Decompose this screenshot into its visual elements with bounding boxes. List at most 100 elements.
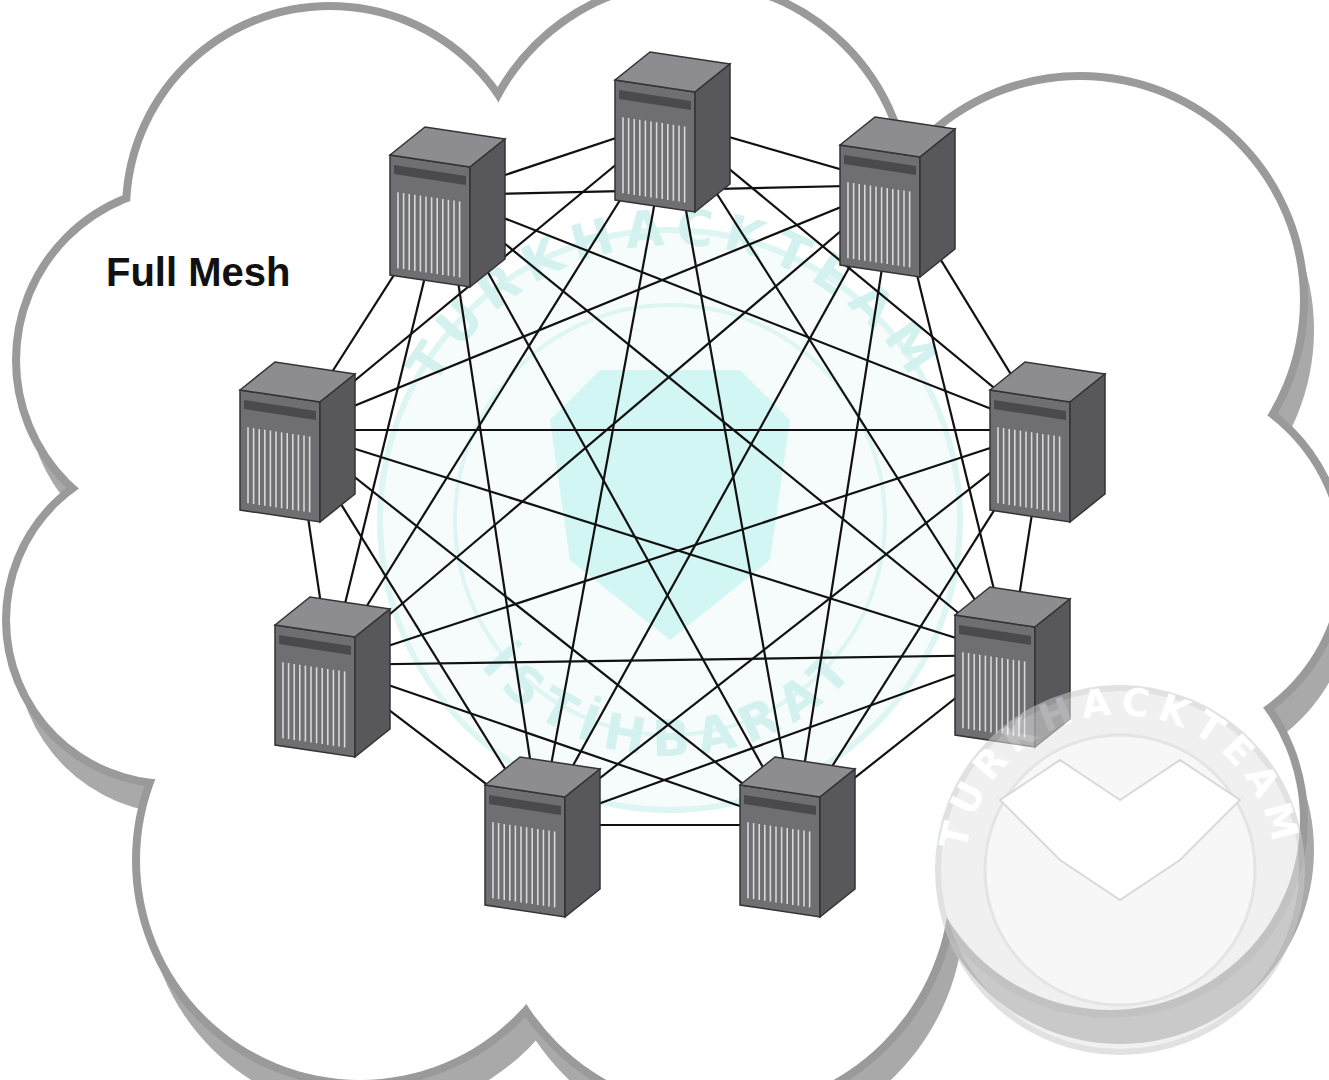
server-grille <box>543 830 545 906</box>
server-grille <box>408 194 410 270</box>
server-grille <box>286 433 288 509</box>
watermark-text: İSTİHBARAT <box>471 634 869 768</box>
server-grille <box>293 664 295 740</box>
mesh-link <box>445 195 795 825</box>
server-grille <box>554 831 556 907</box>
watermark-logo: TURKHACKTEAM <box>931 679 1309 1052</box>
mesh-link <box>295 430 795 825</box>
server-grille <box>305 666 307 742</box>
server-grille <box>892 189 894 265</box>
mesh-link <box>295 429 1045 431</box>
server-grille <box>425 196 427 272</box>
server-grille <box>282 662 284 738</box>
server-grille <box>622 117 624 193</box>
server-icon <box>390 127 505 287</box>
server-grille <box>684 126 686 202</box>
server-grille <box>288 663 290 739</box>
server-grille <box>299 665 301 741</box>
title-label: Full Mesh <box>106 250 290 295</box>
server-grille <box>997 427 999 503</box>
mesh-link <box>330 655 1010 665</box>
server-icon <box>485 757 600 917</box>
server-band <box>959 625 1031 645</box>
server-band <box>394 165 466 185</box>
server-grille <box>847 182 849 258</box>
server-grille <box>531 828 533 904</box>
mesh-link <box>295 185 895 430</box>
mesh-link <box>795 185 895 825</box>
mesh-link <box>445 195 540 825</box>
svg-text:TURKHACKTEAM: TURKHACKTEAM <box>931 679 1309 853</box>
server-grille <box>403 193 405 269</box>
server-side <box>820 769 855 917</box>
server-grille <box>628 118 630 194</box>
mesh-link <box>330 430 1045 665</box>
server-grille <box>338 671 340 747</box>
server-grille <box>881 187 883 263</box>
server-grille <box>321 668 323 744</box>
server-band <box>279 635 351 655</box>
server-front <box>240 390 320 522</box>
server-grille <box>747 822 749 898</box>
server-grille <box>327 669 329 745</box>
server-grille <box>303 436 305 512</box>
server-grille <box>258 429 260 505</box>
server-icon <box>240 362 355 522</box>
server-grille <box>1031 432 1033 508</box>
server-grille <box>459 201 461 277</box>
server-grille <box>1059 436 1061 512</box>
server-grille <box>1042 434 1044 510</box>
server-side <box>695 64 730 212</box>
server-grille <box>775 826 777 902</box>
watermark-logo: TURKHACKTEAM İSTİHBARAT <box>380 198 960 810</box>
mesh-link <box>540 185 895 825</box>
server-grille <box>1048 435 1050 511</box>
server-grille <box>448 200 450 276</box>
server-grille <box>509 825 511 901</box>
server-grille <box>633 119 635 195</box>
server-grille <box>1003 428 1005 504</box>
server-grille <box>1025 431 1027 507</box>
server-grille <box>492 822 494 898</box>
server-grille <box>803 831 805 907</box>
server-grille <box>656 122 658 198</box>
server-grille <box>1053 436 1055 512</box>
server-grille <box>990 656 992 732</box>
server-side <box>565 769 600 917</box>
server-side <box>470 139 505 287</box>
server-grille <box>781 827 783 903</box>
server-front <box>485 785 565 917</box>
server-grille <box>886 188 888 264</box>
svg-text:İSTİHBARAT: İSTİHBARAT <box>471 634 869 768</box>
server-grille <box>310 666 312 742</box>
server-grille <box>853 183 855 259</box>
server-band <box>994 400 1066 420</box>
server-grille <box>770 826 772 902</box>
server-grille <box>316 667 318 743</box>
server-grille <box>537 829 539 905</box>
server-grille <box>264 430 266 506</box>
server-grille <box>503 824 505 900</box>
server-grille <box>985 656 987 732</box>
server-grille <box>996 657 998 733</box>
server-grille <box>758 824 760 900</box>
server-grille <box>979 655 981 731</box>
server-front <box>990 390 1070 522</box>
server-band <box>244 400 316 420</box>
server-grille <box>1036 433 1038 509</box>
server-grille <box>498 823 500 899</box>
server-grille <box>645 121 647 197</box>
server-grille <box>515 826 517 902</box>
server-grille <box>678 126 680 202</box>
server-front <box>390 155 470 287</box>
server-grille <box>764 825 766 901</box>
server-icon <box>740 757 855 917</box>
server-grille <box>973 654 975 730</box>
server-grille <box>344 671 346 747</box>
server-grille <box>253 428 255 504</box>
server-front <box>275 625 355 757</box>
server-grille <box>298 435 300 511</box>
mesh-link <box>670 120 795 825</box>
